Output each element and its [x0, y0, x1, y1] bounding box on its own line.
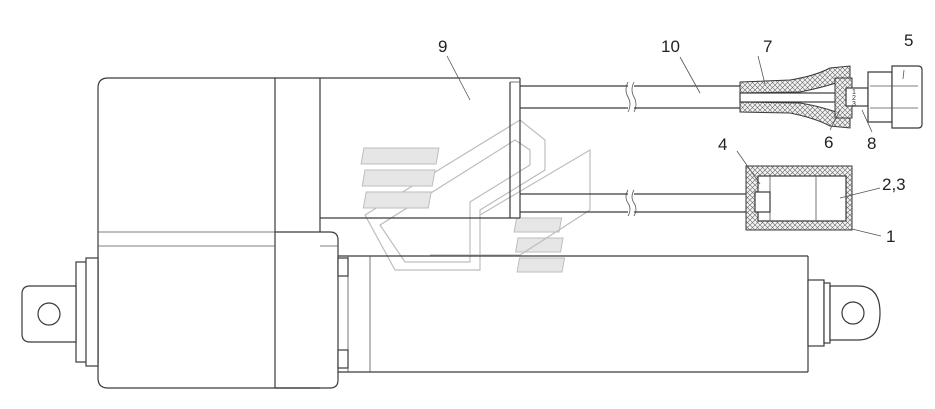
cable-upper [520, 81, 740, 113]
socket-housing [745, 165, 853, 231]
plug-connector: 1 2 3 [739, 65, 923, 129]
callout-labels: 9 10 7 5 6 8 4 2,3 1 [438, 31, 913, 246]
pin-label-2: 2 [852, 95, 856, 102]
cable-lower [520, 189, 755, 217]
callout-10: 10 [661, 37, 680, 56]
pin-label-1: 1 [852, 89, 856, 96]
logo-watermark-icon [360, 119, 591, 273]
callout-7: 7 [763, 37, 772, 56]
motor-housing [97, 77, 339, 389]
pin-label-3: 3 [852, 101, 856, 108]
callout-6: 6 [824, 133, 833, 152]
leader-lines [446, 55, 905, 237]
actuator-tube [337, 255, 881, 373]
callout-9: 9 [438, 37, 447, 56]
callout-2-3: 2,3 [882, 175, 906, 194]
rear-clevis [21, 257, 99, 367]
callout-5: 5 [904, 31, 913, 50]
callout-1: 1 [886, 227, 895, 246]
callout-4: 4 [718, 135, 727, 154]
callout-8: 8 [867, 134, 876, 153]
cable-outlet-housing [320, 77, 521, 219]
